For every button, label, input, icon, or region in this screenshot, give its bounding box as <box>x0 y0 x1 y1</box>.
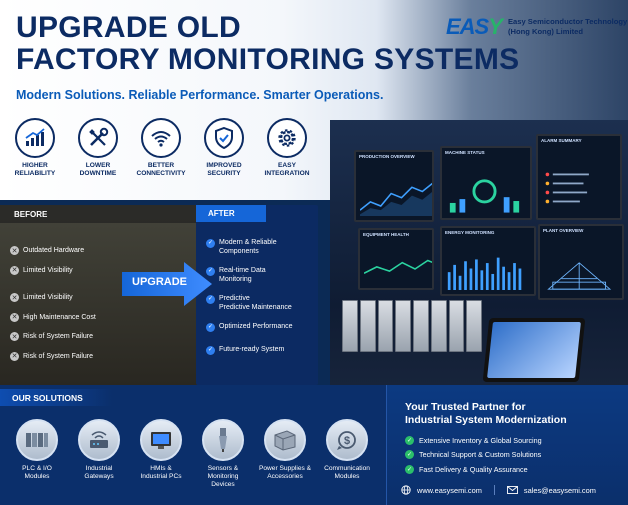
check-icon: ✓ <box>206 239 215 248</box>
wrench-screwdriver-icon <box>78 118 118 158</box>
page-title: UPGRADE OLD FACTORY MONITORING SYSTEMS <box>16 12 519 76</box>
title-line-2: FACTORY MONITORING SYSTEMS <box>16 43 520 76</box>
power-supply-icon <box>264 419 306 461</box>
mail-icon <box>506 486 518 494</box>
before-item: ✕Risk of System Failure <box>10 351 94 361</box>
monitor-production-overview: PRODUCTION OVERVIEW <box>354 150 434 222</box>
close-icon: ✕ <box>10 351 19 361</box>
monitor-alarm-summary: ALARM SUMMARY <box>536 134 622 220</box>
company-logo: EASY Easy Semiconductor Technology (Hong… <box>446 14 627 40</box>
before-item: ✕Risk of System Failure <box>10 332 94 342</box>
solution-sensors: Sensors &Monitoring Devices <box>196 419 250 489</box>
before-heading: BEFORE <box>0 205 200 223</box>
hmi-panel-icon <box>140 419 182 461</box>
monitor-plant-overview: PLANT OVERVIEW <box>538 224 624 300</box>
partner-item: ✓Extensive Inventory & Global Sourcing <box>405 435 542 445</box>
before-list: ✕Outdated Hardware ✕Limited Visibility ✕… <box>10 241 96 366</box>
upgrade-arrow-icon <box>122 262 212 306</box>
close-icon: ✕ <box>10 246 19 256</box>
monitor-machine-status: MACHINE STATUS <box>440 146 532 220</box>
close-icon: ✕ <box>10 332 19 342</box>
partner-item: ✓Fast Delivery & Quality Assurance <box>405 464 528 474</box>
partner-section: Your Trusted Partner for Industrial Syst… <box>386 385 628 505</box>
before-item: ✕Outdated Hardware <box>10 246 85 256</box>
svg-text:$: $ <box>344 435 350 447</box>
partner-title: Your Trusted Partner for Industrial Syst… <box>405 401 567 426</box>
hero-banner: UPGRADE OLD FACTORY MONITORING SYSTEMS M… <box>0 0 628 200</box>
chart-growth-icon <box>15 118 55 158</box>
close-icon: ✕ <box>10 265 19 275</box>
monitor-equipment-health: EQUIPMENT HEALTH <box>358 228 434 290</box>
gateway-icon <box>78 419 120 461</box>
after-item: ✓Optimized Performance <box>206 323 293 332</box>
website-link[interactable]: www.easysemi.com <box>417 485 482 495</box>
company-name: Easy Semiconductor Technology (Hong Kong… <box>507 17 628 36</box>
close-icon: ✕ <box>10 312 19 322</box>
partner-list: ✓Extensive Inventory & Global Sourcing ✓… <box>405 433 542 477</box>
partner-item: ✓Technical Support & Custom Solutions <box>405 450 542 460</box>
monitor-energy-monitoring: ENERGY MONITORING <box>440 226 536 296</box>
after-heading: AFTER <box>196 205 266 222</box>
plc-module-icon <box>16 419 58 461</box>
before-item: ✕Limited Visibility <box>10 293 73 303</box>
page-subtitle: Modern Solutions. Reliable Performance. … <box>16 88 384 102</box>
before-item: ✕High Maintenance Cost <box>10 312 96 322</box>
check-icon: ✓ <box>206 323 215 332</box>
shield-check-icon <box>204 118 244 158</box>
gear-icon <box>267 118 307 158</box>
check-icon: ✓ <box>206 267 215 276</box>
close-icon: ✕ <box>10 293 19 303</box>
logo-mark: EASY <box>446 14 503 39</box>
hmi-tablet <box>482 318 586 382</box>
globe-icon <box>401 485 411 495</box>
before-item: ✕Limited Visibility <box>10 265 73 275</box>
contact-row: www.easysemi.com sales@easysemi.com <box>401 485 623 495</box>
sensor-icon <box>202 419 244 461</box>
check-icon: ✓ <box>206 295 215 304</box>
email-link[interactable]: sales@easysemi.com <box>523 485 596 495</box>
check-icon: ✓ <box>206 346 215 355</box>
upgrade-label: UPGRADE <box>132 276 188 288</box>
plc-hardware-rack <box>342 300 482 352</box>
title-line-1: UPGRADE OLD <box>16 11 241 44</box>
communication-icon: $ <box>326 419 368 461</box>
wifi-icon <box>141 118 181 158</box>
check-icon: ✓ <box>405 450 414 460</box>
solutions-heading: OUR SOLUTIONS <box>0 389 112 406</box>
solution-hmi: HMIs &Industrial PCs <box>134 419 188 489</box>
check-icon: ✓ <box>405 464 414 474</box>
check-icon: ✓ <box>405 435 414 445</box>
solution-power: Power Supplies &Accessories <box>258 419 312 489</box>
after-item: ✓Future-ready System <box>206 346 285 355</box>
